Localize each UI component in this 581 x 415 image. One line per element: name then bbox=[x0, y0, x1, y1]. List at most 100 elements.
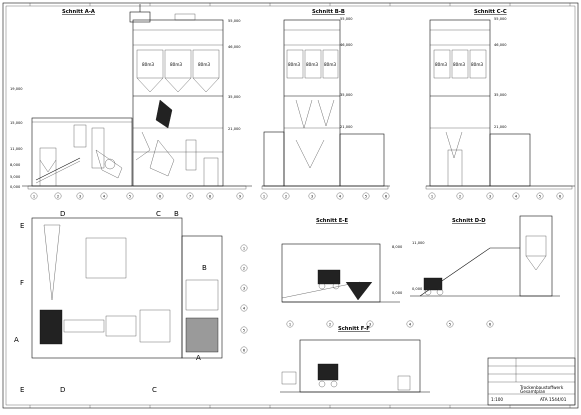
axis-bubble-label: 6 bbox=[489, 322, 492, 326]
hopper-aa bbox=[39, 147, 57, 187]
axis-bubble-label: 5 bbox=[449, 322, 451, 326]
axis-bubble-label: 1 bbox=[431, 194, 433, 198]
svg-text:80m3: 80m3 bbox=[324, 62, 336, 67]
axis-bubble-label: 3 bbox=[243, 286, 245, 290]
svg-text:11,000: 11,000 bbox=[412, 241, 425, 245]
section-cc-title: Schnitt C-C bbox=[474, 9, 507, 15]
axis-bubble bbox=[30, 192, 38, 200]
section-cc: Schnitt C-C 80m3 80m3 80m3 55,000 46,000… bbox=[425, 9, 575, 190]
axis-bubble-label: 3 bbox=[311, 194, 313, 198]
levels-cc: 55,000 46,000 35,000 21,000 bbox=[494, 17, 507, 129]
section-ee: Schnitt E-E 8,000 0,000 bbox=[281, 218, 403, 303]
silos-aa: 80m3 80m3 80m3 bbox=[136, 49, 220, 93]
silo-3-label: 80m3 bbox=[198, 62, 210, 67]
marker-e-bottom: E bbox=[20, 386, 24, 394]
marker-d-top: D bbox=[60, 210, 65, 218]
axis-bubble bbox=[240, 326, 248, 334]
axis-bubble-label: 2 bbox=[459, 194, 461, 198]
axis-bubble bbox=[308, 192, 316, 200]
axis-bubble bbox=[76, 192, 84, 200]
axis-bubble-label: 2 bbox=[243, 266, 245, 270]
silo-2 bbox=[164, 49, 192, 79]
mill-aa bbox=[155, 99, 173, 129]
axis-bubble-label: 3 bbox=[489, 194, 491, 198]
axis-bubble bbox=[240, 304, 248, 312]
marker-b-right: B bbox=[202, 264, 207, 272]
section-bb: Schnitt B-B 80m3 80m3 80m3 55,000 46,000… bbox=[261, 9, 390, 190]
conveyor-aa bbox=[35, 157, 81, 181]
axis-bubble-label: 1 bbox=[33, 194, 35, 198]
svg-text:46,000: 46,000 bbox=[228, 45, 241, 49]
axis-bubble-label: 9 bbox=[239, 194, 242, 198]
svg-text:8,000: 8,000 bbox=[392, 245, 403, 249]
loader-ff bbox=[317, 363, 339, 381]
axis-bubble bbox=[456, 192, 464, 200]
axis-bubble-label: 4 bbox=[409, 322, 412, 326]
axis-bubble bbox=[556, 192, 564, 200]
axis-bubble bbox=[382, 192, 390, 200]
section-aa: Schnitt A-A 80m3 80m3 bbox=[10, 4, 252, 190]
dryer-aa bbox=[149, 139, 175, 177]
svg-text:8,000: 8,000 bbox=[10, 163, 21, 167]
marker-c-bottom: C bbox=[152, 386, 157, 394]
sheet-frame bbox=[2, 2, 579, 409]
marker-b-top: B bbox=[174, 210, 179, 218]
title-project: Trockenbaustoffwerk bbox=[519, 385, 564, 390]
axis-bubble-label: 6 bbox=[385, 194, 388, 198]
axis-bubble bbox=[282, 192, 290, 200]
axis-bubble bbox=[326, 320, 334, 328]
axis-bubble-label: 5 bbox=[539, 194, 541, 198]
axis-bubble-label: 4 bbox=[515, 194, 518, 198]
svg-text:35,000: 35,000 bbox=[340, 93, 353, 97]
section-dd-title: Schnitt D-D bbox=[452, 218, 486, 224]
axis-bubble bbox=[240, 284, 248, 292]
svg-text:80m3: 80m3 bbox=[453, 62, 465, 67]
axis-bubble-label: 2 bbox=[329, 322, 331, 326]
title-scale: 1:100 bbox=[491, 397, 503, 402]
axis-bubble bbox=[240, 244, 248, 252]
svg-text:15,000: 15,000 bbox=[10, 121, 23, 125]
loader-dd bbox=[423, 277, 443, 291]
axis-bubble bbox=[54, 192, 62, 200]
section-aa-title: Schnitt A-A bbox=[62, 9, 95, 15]
axis-bubble bbox=[428, 192, 436, 200]
axis-bubble-label: 2 bbox=[285, 194, 287, 198]
plan-hopper bbox=[39, 309, 63, 345]
svg-text:55,000: 55,000 bbox=[228, 19, 241, 23]
hall-aa bbox=[31, 117, 133, 187]
svg-text:11,000: 11,000 bbox=[10, 147, 23, 151]
svg-text:5,000: 5,000 bbox=[10, 175, 21, 179]
axis-bubble bbox=[100, 192, 108, 200]
axis-bubble bbox=[336, 192, 344, 200]
axis-bubble-label: 4 bbox=[103, 194, 106, 198]
axis-bubble-label: 3 bbox=[369, 322, 371, 326]
section-dd: Schnitt D-D 11,000 0,000 bbox=[410, 215, 560, 297]
plan-tower bbox=[181, 235, 223, 359]
axis-bubble bbox=[236, 192, 244, 200]
levels-bb: 55,000 46,000 35,000 21,000 bbox=[340, 17, 353, 129]
axis-bubble-label: 1 bbox=[263, 194, 265, 198]
silo-3 bbox=[192, 49, 220, 79]
axis-bubble-label: 2 bbox=[57, 194, 59, 198]
svg-text:46,000: 46,000 bbox=[494, 43, 507, 47]
axis-bubble bbox=[286, 320, 294, 328]
axis-bubble-label: 6 bbox=[159, 194, 162, 198]
tower-bb bbox=[283, 19, 341, 187]
axis-bubble-label: 5 bbox=[243, 328, 245, 332]
svg-text:0,000: 0,000 bbox=[412, 287, 423, 291]
axis-bubble-label: 6 bbox=[243, 348, 246, 352]
svg-text:0,000: 0,000 bbox=[10, 185, 21, 189]
marker-e-top: E bbox=[20, 222, 24, 230]
axis-bubble bbox=[512, 192, 520, 200]
silo-1 bbox=[136, 49, 164, 79]
svg-text:35,000: 35,000 bbox=[228, 95, 241, 99]
levels-aa: 19,000 15,000 11,000 8,000 5,000 0,000 5… bbox=[10, 19, 241, 189]
axis-bubble bbox=[362, 192, 370, 200]
axis-bubble bbox=[486, 192, 494, 200]
silo-1-label: 80m3 bbox=[142, 62, 154, 67]
axis-bubble bbox=[366, 320, 374, 328]
